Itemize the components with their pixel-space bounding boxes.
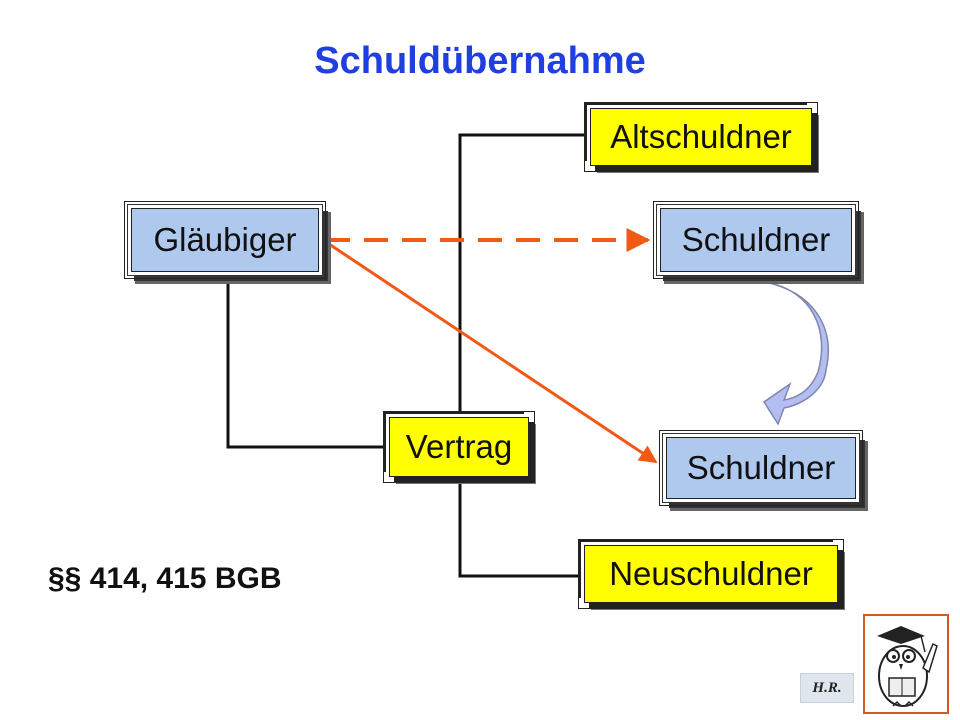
new-relation-arrow: [325, 240, 658, 464]
neuschuldner-box: Neuschuldner: [578, 539, 844, 609]
glaeubiger-box: Gläubiger: [124, 201, 326, 279]
connector-glaeubiger-vertrag: [226, 276, 386, 449]
curved-down-arrow-icon: [762, 281, 829, 426]
vertrag-label: Vertrag: [405, 428, 513, 465]
schuldner-old-label: Schuldner: [681, 221, 831, 258]
glaeubiger-label: Gläubiger: [153, 221, 297, 258]
author-badge-label: H.R.: [812, 679, 842, 696]
page-title: Schuldübernahme: [314, 40, 646, 82]
schuldner-old-box: Schuldner: [653, 201, 859, 279]
vertrag-box: Vertrag: [383, 411, 535, 483]
owl-professor-icon: [863, 614, 949, 714]
connector-altschuldner: [458, 133, 584, 417]
altschuldner-box: Altschuldner: [584, 102, 818, 172]
schuldner-new-label: Schuldner: [686, 449, 836, 486]
altschuldner-label: Altschuldner: [610, 118, 792, 155]
neuschuldner-label: Neuschuldner: [609, 555, 813, 592]
law-reference: §§ 414, 415 BGB: [48, 562, 282, 595]
author-badge: H.R.: [800, 673, 854, 703]
schuldner-new-box: Schuldner: [659, 430, 863, 506]
connector-neuschuldner: [458, 480, 584, 578]
